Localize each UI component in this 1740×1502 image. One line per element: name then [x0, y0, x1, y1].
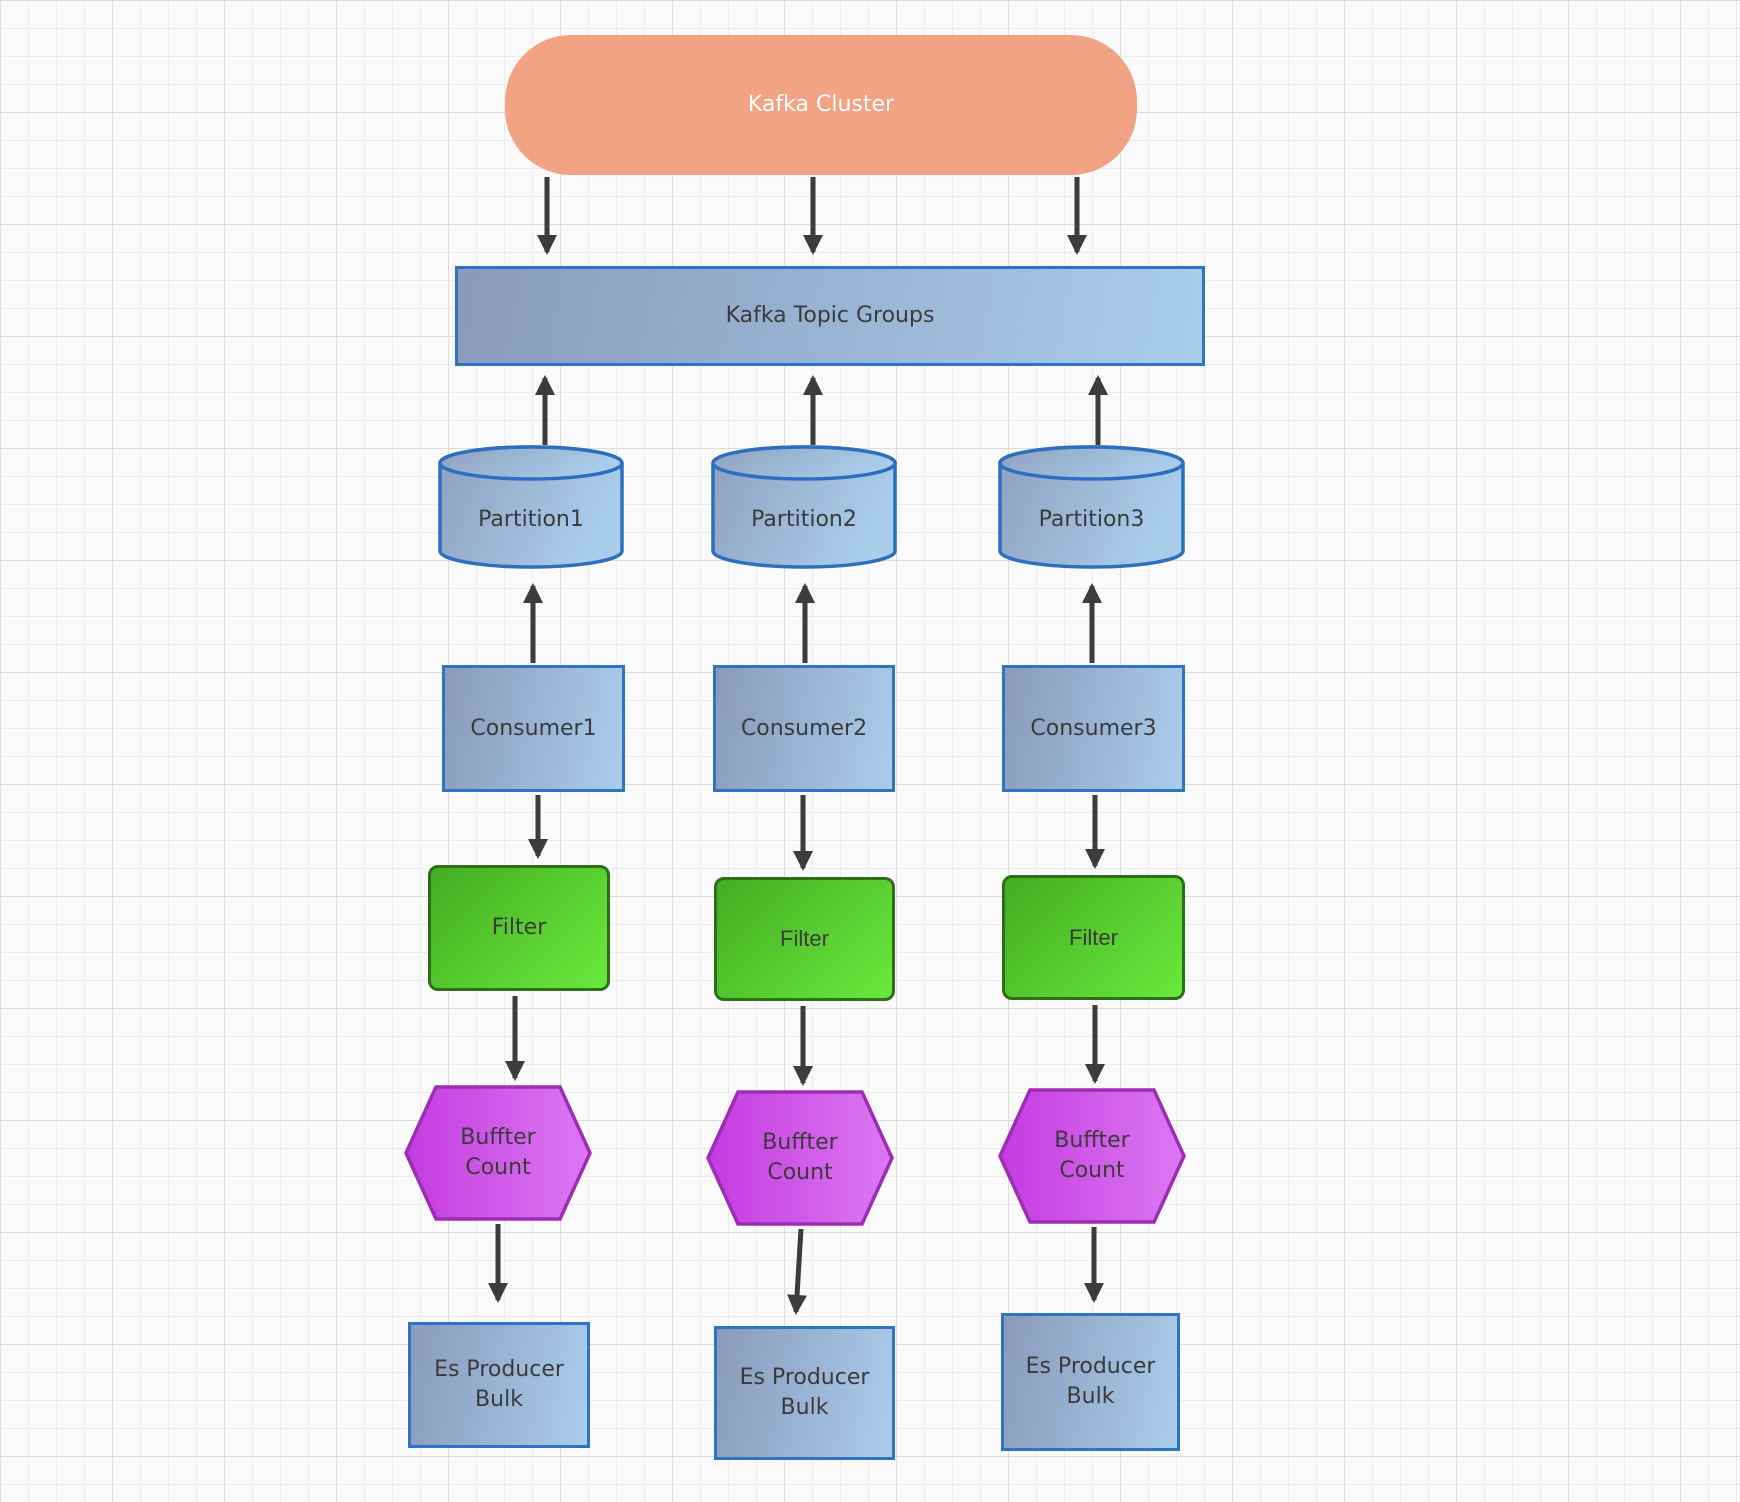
- kafka-topic-groups-node[interactable]: Kafka Topic Groups: [455, 266, 1205, 366]
- es-producer-bulk2-line1: Es Producer: [739, 1365, 870, 1390]
- filter2-node[interactable]: Filter: [714, 877, 895, 1001]
- arrow-buffer2-to-producer2: [787, 1228, 808, 1315]
- es-producer-bulk3-node[interactable]: Es Producer Bulk: [1001, 1313, 1180, 1451]
- filter1-label: Filter: [491, 915, 547, 940]
- es-producer-bulk3-line1: Es Producer: [1025, 1354, 1156, 1379]
- buffer-count3-label: Buffter Count: [1054, 1128, 1130, 1183]
- consumer1-label: Consumer1: [470, 715, 597, 741]
- buffer-count1-label: Buffter Count: [460, 1125, 536, 1180]
- consumer3-label: Consumer3: [1030, 715, 1157, 741]
- filter3-label: Filter: [1069, 924, 1118, 950]
- partition2-cylinder[interactable]: [711, 445, 897, 569]
- es-producer-bulk1-line1: Es Producer: [434, 1357, 564, 1382]
- buffer-count2-label: Buffter Count: [762, 1130, 838, 1185]
- buffer-count1-hexagon[interactable]: [404, 1085, 592, 1221]
- partition1-label: Partition1: [478, 507, 584, 532]
- consumer3-node[interactable]: Consumer3: [1002, 665, 1185, 792]
- es-producer-bulk2-node[interactable]: Es Producer Bulk: [714, 1326, 895, 1460]
- kafka-cluster-label: Kafka Cluster: [747, 92, 895, 117]
- partition3-cylinder[interactable]: [998, 445, 1185, 569]
- es-producer-bulk1-node[interactable]: Es Producer Bulk: [408, 1322, 590, 1448]
- filter2-label: Filter: [780, 926, 829, 951]
- es-producer-bulk3-line2: Bulk: [1066, 1384, 1115, 1409]
- es-producer-bulk1-line2: Bulk: [475, 1387, 523, 1412]
- consumer2-label: Consumer2: [740, 715, 868, 741]
- kafka-cluster-node[interactable]: Kafka Cluster: [505, 35, 1137, 175]
- buffer-count3-hexagon[interactable]: [998, 1088, 1186, 1224]
- buffer-count2-hexagon[interactable]: [706, 1090, 894, 1226]
- partition1-cylinder[interactable]: [438, 445, 624, 569]
- partition3-label: Partition3: [1038, 507, 1145, 532]
- filter3-node[interactable]: Filter: [1002, 875, 1185, 1000]
- kafka-topic-groups-label: Kafka Topic Groups: [725, 303, 935, 328]
- filter1-node[interactable]: Filter: [428, 865, 610, 991]
- consumer2-node[interactable]: Consumer2: [713, 665, 895, 792]
- partition2-label: Partition2: [751, 507, 857, 532]
- es-producer-bulk2-line2: Bulk: [780, 1395, 829, 1420]
- consumer1-node[interactable]: Consumer1: [442, 665, 625, 792]
